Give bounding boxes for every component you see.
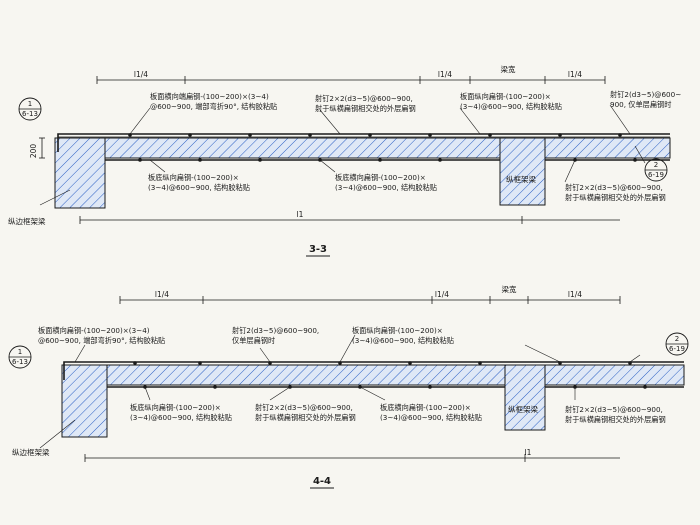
svg-text:6-13: 6-13: [22, 110, 38, 118]
detail-ref-left-4-4: 1 6-13: [8, 345, 32, 369]
note-bottom-mid-3-3-l1: 板底横向扁钢-(100~200)×: [335, 173, 426, 182]
note-top-mid-3-3-l2: 射于纵横扁钢相交处的外层扁钢: [315, 104, 416, 113]
note-bottom-mid-3-3-l2: (3~4)@600~900, 结构胶粘贴: [335, 183, 437, 192]
svg-text:2: 2: [675, 335, 679, 343]
leaders-3-3: [39, 104, 646, 206]
top-dimension-3-3: [96, 76, 606, 84]
label-edge-beam-4-4: 纵边框架梁: [12, 447, 50, 457]
svg-text:2: 2: [654, 161, 658, 169]
note-bottom-left-3-3-l1: 板底纵向扁钢-(100~200)×: [148, 173, 239, 182]
section-4-4: l1/4 l1/4 梁宽 l1/4 l1: [8, 284, 689, 489]
note-top-left-3-3-l1: 板面横向端扁钢-(100~200)×(3~4): [150, 92, 269, 101]
section-3-3: l1/4 l1/4 梁宽 l1/4: [8, 64, 681, 257]
section-title-3-3: 3-3: [309, 244, 327, 255]
bottom-dimension-4-4: [84, 454, 620, 462]
note-bottom-1-4-4-l2: (3~4)@600~900, 结构胶粘贴: [130, 413, 232, 422]
edge-beam-4-4: [61, 364, 108, 438]
detail-ref-right-3-3: 2 6-19: [644, 158, 668, 182]
dim-quarter-left: l1/4: [134, 70, 148, 79]
note-bottom-left-3-3-l2: (3~4)@600~900, 结构胶粘贴: [148, 183, 250, 192]
note-top-mid-3-3-l1: 射钉2×2(d3~5)@600~900,: [315, 94, 413, 103]
note-bottom-4-4-4-l2: 射于纵横扁钢相交处的外层扁钢: [565, 415, 666, 424]
edge-beam-3-3: [54, 137, 106, 209]
frame-beam-4-4: [504, 364, 546, 431]
dim-quarter-right: l1/4: [568, 70, 582, 79]
dim-quarter-right-4-4: l1/4: [568, 290, 582, 299]
dim-quarter-left-4-4: l1/4: [155, 290, 169, 299]
note-top-left-4-4-l1: 板面横向扁钢-(100~200)×(3~4): [38, 326, 150, 335]
leaders-4-4: [39, 334, 641, 449]
flat-steel-top-4-4: [63, 361, 684, 380]
frame-beam-3-3: [499, 137, 546, 206]
dim-quarter-mid-4-4: l1/4: [435, 290, 449, 299]
note-bottom-1-4-4-l1: 板底纵向扁钢-(100~200)×: [130, 403, 221, 412]
height-dim-3-3: [39, 137, 45, 159]
note-top-left-3-3-l2: @600~900, 端部弯折90°, 结构胶粘贴: [150, 102, 277, 111]
dim-beam-width-4-4: 梁宽: [502, 284, 517, 294]
note-top-right-4-4-l1: 板面纵向扁钢-(100~200)×: [352, 326, 443, 335]
dim-200-3-3: 200: [29, 144, 38, 159]
label-frame-beam-4-4: 纵框架梁: [508, 404, 538, 414]
flat-steel-top-3-3: [57, 133, 670, 152]
note-bottom-2-4-4-l1: 射钉2×2(d3~5)@600~900,: [255, 403, 353, 412]
note-top-mid-4-4-l1: 射钉2(d3~5)@600~900,: [232, 326, 319, 335]
bottom-dimension-3-3: [79, 216, 620, 224]
svg-text:6-13: 6-13: [12, 358, 28, 366]
note-bottom-3-4-4-l2: (3~4)@600~900, 结构胶粘贴: [380, 413, 482, 422]
note-bottom-2-4-4-l2: 射于纵横扁钢相交处的外层扁钢: [255, 413, 356, 422]
note-top-right-a-3-3-l2: (3~4)@600~900, 结构胶粘贴: [460, 102, 562, 111]
svg-text:1: 1: [18, 348, 22, 356]
label-edge-beam-3-3: 纵边框架梁: [8, 216, 46, 226]
note-top-left-4-4-l2: @600~900, 端部弯折90°, 结构胶粘贴: [38, 336, 165, 345]
note-bottom-3-4-4-l1: 板底横向扁钢-(100~200)×: [380, 403, 471, 412]
note-bottom-right-3-3-l1: 射钉2×2(d3~5)@600~900,: [565, 183, 663, 192]
dim-span-3-3: l1: [297, 210, 304, 219]
note-top-right-b-3-3-l1: 射钉2(d3~5)@600~: [610, 90, 681, 99]
dim-span-4-4: l1: [525, 448, 532, 457]
note-top-right-4-4-l2: (3~4)@600~900, 结构胶粘贴: [352, 336, 454, 345]
svg-text:6-19: 6-19: [648, 171, 664, 179]
dim-beam-width: 梁宽: [501, 64, 516, 74]
note-top-mid-4-4-l2: 仅单层扁钢时: [232, 336, 275, 345]
note-top-right-a-3-3-l1: 板面纵向扁钢-(100~200)×: [460, 92, 551, 101]
note-bottom-4-4-4-l1: 射钉2×2(d3~5)@600~900,: [565, 405, 663, 414]
slab-3-3: [54, 137, 671, 159]
note-bottom-right-3-3-l2: 射于纵横扁钢相交处的外层扁钢: [565, 193, 666, 202]
nail-marks-3-3: [128, 133, 637, 162]
dim-quarter-mid: l1/4: [438, 70, 452, 79]
section-title-4-4: 4-4: [313, 476, 331, 487]
slab-4-4: [61, 364, 685, 386]
svg-text:1: 1: [28, 100, 32, 108]
top-dimension-4-4: [119, 296, 621, 304]
detail-ref-left-3-3: 1 6-13: [18, 97, 42, 121]
detail-ref-right-4-4: 2 6-19: [665, 332, 689, 356]
label-frame-beam-3-3: 纵框架梁: [506, 174, 536, 184]
note-top-right-b-3-3-l2: 900, 仅单层扁钢时: [610, 100, 671, 109]
svg-text:6-19: 6-19: [669, 345, 685, 353]
